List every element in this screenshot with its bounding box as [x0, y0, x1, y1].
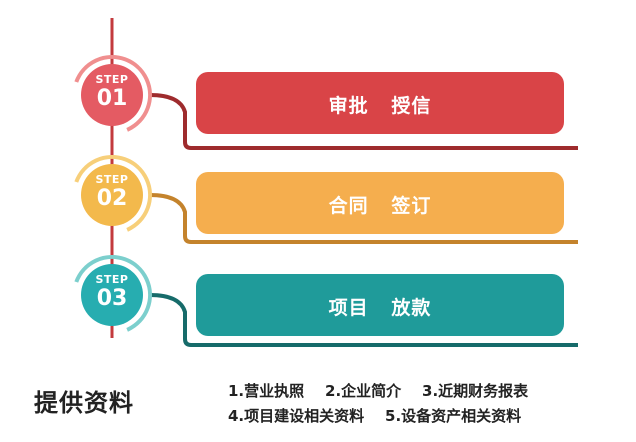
- materials-line-1: 1.营业执照 2.企业简介 3.近期财务报表: [228, 382, 529, 400]
- step-1-circle: [81, 64, 143, 126]
- step-3-circle: [81, 264, 143, 326]
- step-2-box: [196, 172, 564, 234]
- step-2-label: 合同 签订: [328, 195, 432, 217]
- step-2-ring: [72, 155, 152, 235]
- step-2-circle: [81, 164, 143, 226]
- step-3-connector: [149, 293, 578, 347]
- step-2-connector: [149, 193, 578, 244]
- step-2-number: 02: [96, 186, 128, 211]
- step-3-group: [72, 254, 578, 347]
- materials-line-2: 4.项目建设相关资料 5.设备资产相关资料: [228, 407, 522, 425]
- step-3-word: STEP: [95, 273, 129, 286]
- step-3-ring: [72, 254, 152, 335]
- step-3-number: 03: [96, 286, 128, 311]
- step-1-box: [196, 72, 564, 134]
- step-1-number: 01: [96, 86, 128, 111]
- step-1-group: [72, 55, 578, 150]
- step-2-group: [72, 155, 578, 244]
- step-1-connector: [149, 93, 578, 150]
- step-3-label: 项目 放款: [328, 297, 432, 319]
- step-1-ring: [72, 55, 152, 135]
- step-1-label: 审批 授信: [328, 95, 432, 117]
- materials-title: 提供资料: [34, 389, 134, 417]
- step-2-word: STEP: [95, 173, 129, 186]
- step-1-word: STEP: [95, 73, 129, 86]
- step-3-box: [196, 274, 564, 336]
